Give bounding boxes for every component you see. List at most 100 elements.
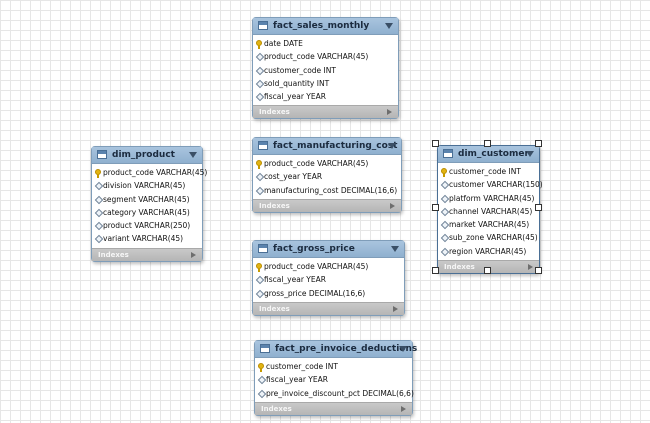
resize-handle[interactable]: [535, 267, 542, 274]
table-header[interactable]: dim_product: [92, 147, 202, 164]
table-icon: [97, 150, 107, 159]
column-label: customer VARCHAR(150): [449, 180, 543, 190]
column-row[interactable]: channel VARCHAR(45): [438, 205, 539, 218]
primary-key-icon: [95, 169, 101, 178]
column-label: gross_price DECIMAL(16,6): [264, 288, 366, 298]
column-row[interactable]: customer_code INT: [253, 64, 398, 77]
column-label: region VARCHAR(45): [449, 246, 527, 256]
column-row[interactable]: customer_code INT: [255, 360, 412, 373]
column-row[interactable]: platform VARCHAR(45): [438, 192, 539, 205]
indexes-label: Indexes: [259, 201, 290, 210]
column-row[interactable]: cost_year YEAR: [253, 170, 401, 183]
resize-handle[interactable]: [484, 140, 491, 147]
column-diamond-icon: [94, 208, 104, 218]
collapse-arrow-icon[interactable]: [526, 151, 534, 157]
expand-arrow-icon[interactable]: [390, 202, 395, 209]
expand-arrow-icon[interactable]: [191, 251, 196, 258]
column-label: variant VARCHAR(45): [103, 234, 184, 244]
column-row[interactable]: customer_code INT: [438, 165, 539, 178]
column-row[interactable]: fiscal_year YEAR: [253, 90, 398, 103]
indexes-section[interactable]: Indexes: [92, 247, 202, 261]
indexes-section[interactable]: Indexes: [253, 105, 398, 119]
column-row[interactable]: product_code VARCHAR(45): [92, 166, 207, 179]
column-diamond-icon: [440, 207, 450, 217]
column-label: product_code VARCHAR(45): [264, 52, 369, 62]
column-diamond-icon: [440, 247, 450, 257]
column-label: customer_code INT: [449, 167, 521, 176]
primary-key-icon: [441, 168, 447, 177]
column-label: customer_code INT: [264, 65, 336, 75]
column-row[interactable]: market VARCHAR(45): [438, 218, 539, 231]
table-header[interactable]: dim_customer: [438, 146, 539, 163]
table-header[interactable]: fact_sales_monthly: [253, 18, 398, 35]
expand-arrow-icon[interactable]: [387, 109, 392, 116]
collapse-arrow-icon[interactable]: [388, 143, 396, 149]
table-fact-gross-price[interactable]: fact_gross_price product_code VARCHAR(45…: [252, 240, 405, 316]
indexes-section[interactable]: Indexes: [255, 401, 412, 415]
indexes-section[interactable]: Indexes: [253, 198, 401, 212]
indexes-label: Indexes: [444, 263, 475, 272]
column-row[interactable]: date DATE: [253, 37, 398, 50]
column-row[interactable]: region VARCHAR(45): [438, 245, 539, 258]
column-label: product_code VARCHAR(45): [103, 168, 208, 177]
table-fact-sales-monthly[interactable]: fact_sales_monthly date DATE product_cod…: [252, 17, 399, 120]
column-row[interactable]: gross_price DECIMAL(16,6): [253, 287, 404, 300]
column-diamond-icon: [257, 389, 267, 398]
expand-arrow-icon[interactable]: [528, 264, 533, 271]
column-label: fiscal_year YEAR: [264, 92, 326, 102]
column-diamond-icon: [94, 182, 104, 191]
table-fact-manufacturing-cost[interactable]: fact_manufacturing_cost product_code VAR…: [252, 137, 402, 213]
indexes-label: Indexes: [261, 404, 292, 413]
table-dim-customer[interactable]: dim_customer customer_code INT customer …: [437, 145, 543, 275]
table-header[interactable]: fact_manufacturing_cost: [253, 138, 401, 155]
column-row[interactable]: pre_invoice_discount_pct DECIMAL(6,6): [255, 387, 414, 400]
column-row[interactable]: customer VARCHAR(150): [438, 178, 543, 191]
table-header[interactable]: fact_gross_price: [253, 241, 404, 258]
collapse-arrow-icon[interactable]: [399, 346, 407, 352]
column-diamond-icon: [255, 79, 265, 89]
column-row[interactable]: product VARCHAR(250): [92, 219, 202, 232]
resize-handle[interactable]: [432, 140, 439, 147]
column-diamond-icon: [255, 276, 265, 285]
column-row[interactable]: product_code VARCHAR(45): [253, 50, 398, 63]
column-row[interactable]: manufacturing_cost DECIMAL(16,6): [253, 184, 401, 197]
column-row[interactable]: sold_quantity INT: [253, 77, 398, 90]
column-row[interactable]: fiscal_year YEAR: [255, 373, 412, 386]
table-title: dim_product: [112, 150, 175, 160]
resize-handle[interactable]: [432, 267, 439, 274]
table-dim-product[interactable]: dim_product product_code VARCHAR(45) div…: [91, 146, 207, 262]
expand-arrow-icon[interactable]: [393, 305, 398, 312]
resize-handle[interactable]: [484, 267, 491, 274]
column-label: product VARCHAR(250): [103, 221, 191, 231]
column-diamond-icon: [255, 173, 265, 182]
column-label: segment VARCHAR(45): [103, 194, 190, 204]
collapse-arrow-icon[interactable]: [391, 246, 399, 252]
column-row[interactable]: product_code VARCHAR(45): [253, 157, 401, 170]
table-fact-pre-invoice-deductions[interactable]: fact_pre_invoice_deductions customer_cod…: [254, 340, 417, 416]
table-icon: [443, 149, 453, 158]
resize-handle[interactable]: [535, 140, 542, 147]
indexes-label: Indexes: [259, 108, 290, 117]
table-title: fact_gross_price: [273, 244, 355, 254]
column-label: sub_zone VARCHAR(45): [449, 233, 538, 243]
column-label: fiscal_year YEAR: [264, 275, 326, 285]
column-row[interactable]: product_code VARCHAR(45): [253, 260, 404, 273]
table-icon: [260, 344, 270, 353]
collapse-arrow-icon[interactable]: [385, 23, 393, 29]
column-row[interactable]: variant VARCHAR(45): [92, 232, 202, 245]
resize-handle[interactable]: [432, 204, 439, 211]
column-diamond-icon: [440, 234, 450, 243]
column-row[interactable]: division VARCHAR(45): [92, 179, 202, 192]
column-row[interactable]: segment VARCHAR(45): [92, 193, 202, 206]
column-row[interactable]: fiscal_year YEAR: [253, 273, 404, 286]
column-row[interactable]: category VARCHAR(45): [92, 206, 202, 219]
indexes-section[interactable]: Indexes: [438, 260, 539, 274]
indexes-section[interactable]: Indexes: [253, 301, 404, 315]
resize-handle[interactable]: [535, 204, 542, 211]
table-header[interactable]: fact_pre_invoice_deductions: [255, 341, 417, 358]
primary-key-icon: [256, 160, 262, 169]
expand-arrow-icon[interactable]: [401, 405, 406, 412]
column-row[interactable]: sub_zone VARCHAR(45): [438, 231, 539, 244]
collapse-arrow-icon[interactable]: [189, 152, 197, 158]
